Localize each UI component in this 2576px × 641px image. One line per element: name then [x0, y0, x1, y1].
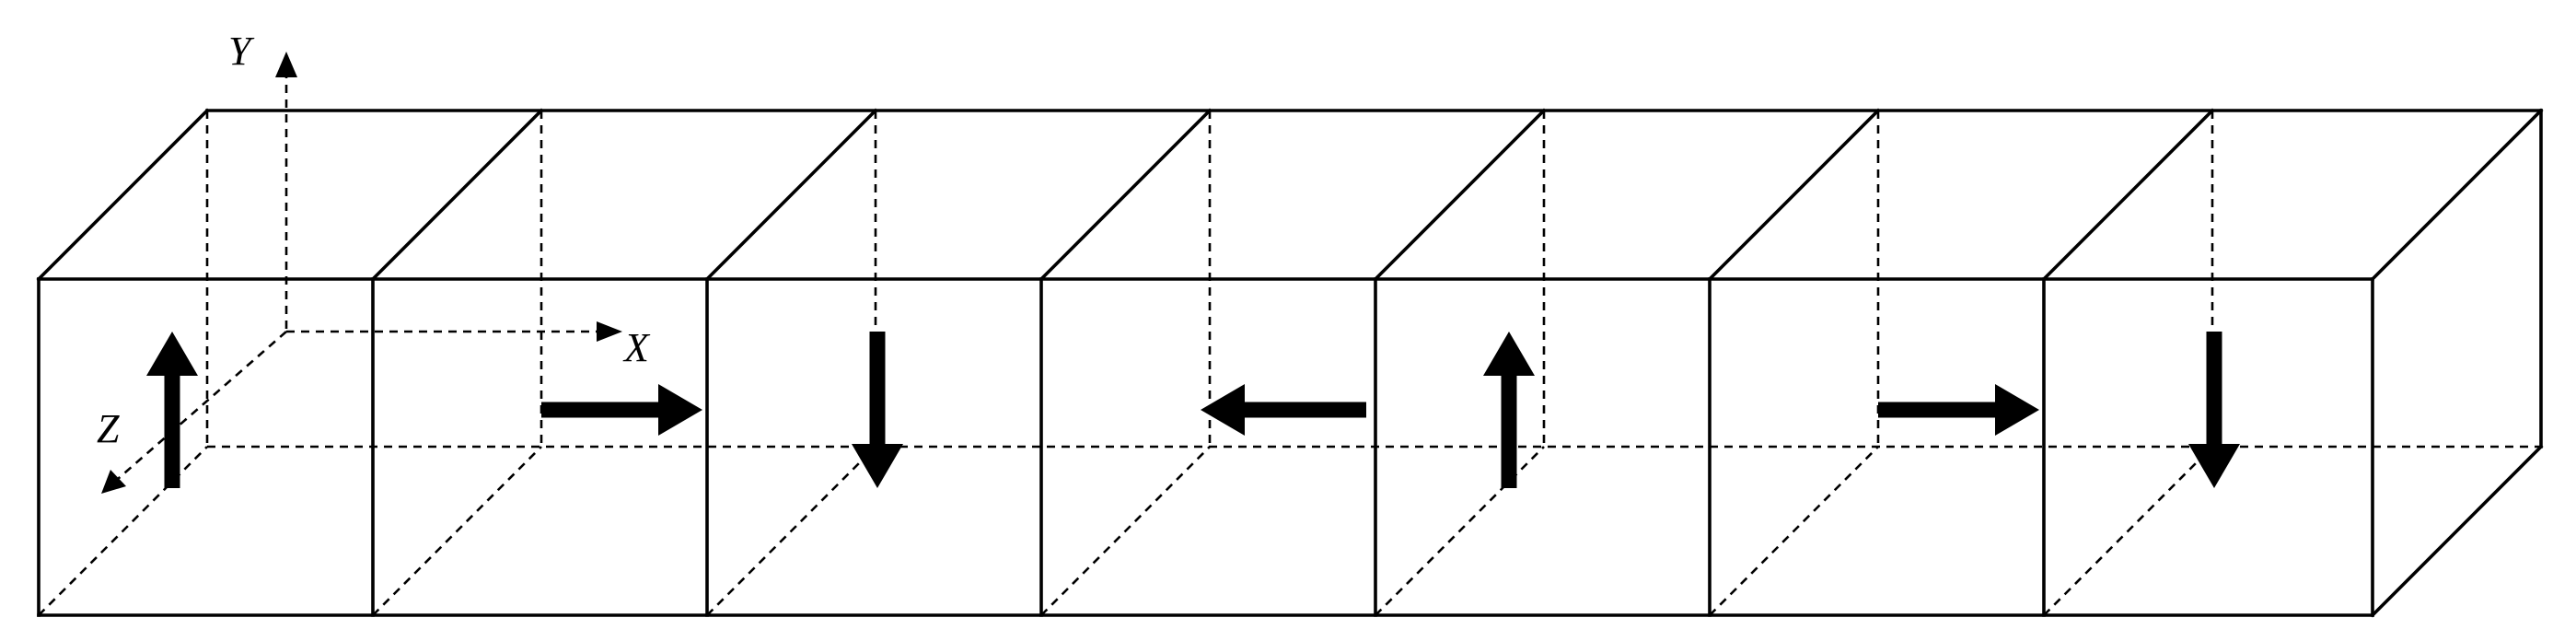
y-axis-arrowhead	[275, 52, 297, 77]
magnet-arrow-6-right	[1878, 384, 2039, 436]
x-axis-label: X	[622, 325, 651, 370]
bottom-depth-2	[372, 446, 542, 616]
top-depth-4	[1373, 108, 1547, 282]
top-depth-0	[36, 108, 210, 282]
arrow-head	[1201, 384, 1245, 436]
arrow-head	[852, 444, 903, 488]
arrow-head	[1483, 332, 1535, 376]
z-axis-arrowhead	[101, 470, 126, 494]
x-axis-arrowhead	[597, 321, 622, 342]
magnet-arrow-7-down	[2188, 332, 2240, 488]
bottom-depth-1	[38, 446, 208, 616]
top-depth-3	[1039, 108, 1213, 282]
arrow-head	[658, 384, 702, 436]
bottom-depth-4	[1040, 446, 1211, 616]
z-axis-line	[117, 331, 287, 480]
magnetization-arrows	[146, 332, 2240, 488]
top-depth-2	[704, 108, 878, 282]
bottom-depth-5	[1375, 446, 1545, 616]
right-bottom-depth	[2370, 444, 2544, 618]
arrow-head	[146, 332, 198, 376]
coordinate-axes: Y X Z	[97, 29, 651, 494]
magnet-arrow-5-up	[1483, 332, 1535, 488]
hidden-edges	[38, 111, 2541, 616]
top-depth-1	[370, 108, 544, 282]
arrow-head	[2188, 444, 2240, 488]
top-depth-7	[2370, 108, 2544, 282]
bottom-depth-3	[706, 446, 876, 616]
arrow-head	[1995, 384, 2039, 436]
z-axis-label: Z	[97, 406, 120, 451]
visible-edges	[36, 108, 2544, 618]
bottom-depth-7	[2043, 446, 2213, 616]
magnet-arrow-3-down	[852, 332, 903, 488]
bottom-depth-6	[1709, 446, 1879, 616]
y-axis-label: Y	[228, 29, 255, 74]
top-depth-5	[1707, 108, 1881, 282]
top-depth-6	[2041, 108, 2215, 282]
magnet-arrow-2-right	[541, 384, 702, 436]
magnet-arrow-4-left	[1201, 384, 1366, 436]
magnet-arrow-1-up	[146, 332, 198, 488]
